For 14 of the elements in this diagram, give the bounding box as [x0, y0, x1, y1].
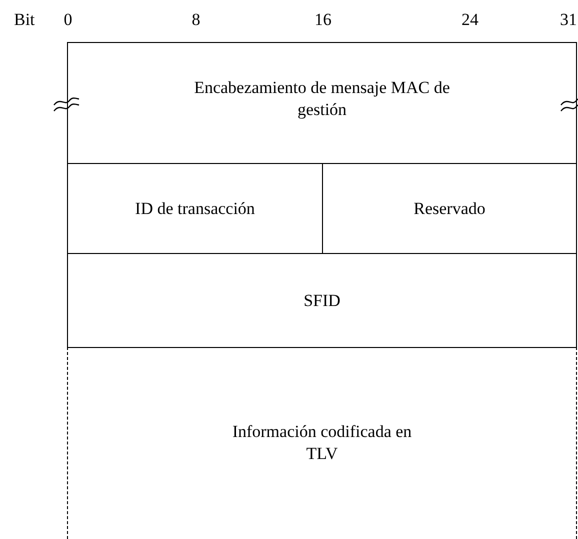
field-label: Información codificada en TLV [231, 421, 413, 465]
bit-number: 16 [314, 10, 332, 30]
field-box [67, 253, 577, 348]
field-box [67, 347, 577, 539]
field-label: Encabezamiento de mensaje MAC de gestión [193, 77, 451, 121]
bit-number: 8 [192, 10, 200, 30]
bit-number: 24 [462, 10, 478, 30]
axis-title: Bit [14, 10, 35, 30]
bit-number: 31 [560, 10, 577, 30]
field-box [67, 42, 577, 164]
field-label: ID de transacción [135, 198, 255, 220]
field-label: SFID [304, 290, 340, 312]
bit-number: 0 [64, 10, 72, 30]
field-label: Reservado [414, 198, 486, 220]
